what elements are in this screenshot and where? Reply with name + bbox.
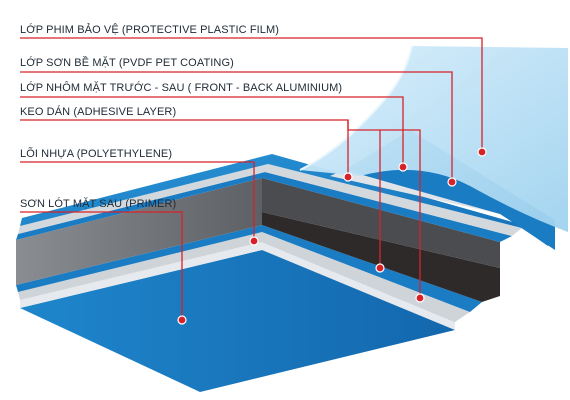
dot-polyethylene	[249, 236, 259, 246]
primer-layer-front	[20, 250, 455, 392]
label-primer: SƠN LÓT MẶT SAU (PRIMER)	[20, 197, 176, 210]
dot-pvdf-coating	[447, 177, 457, 187]
label-adhesive: KEO DÁN (ADHESIVE LAYER)	[20, 105, 176, 118]
core-dark-side	[262, 212, 500, 302]
protective-film	[300, 46, 568, 232]
dot-adhesive-lower	[415, 293, 425, 303]
dot-protective-film	[477, 147, 487, 157]
back-aluminium-layer	[18, 232, 470, 322]
leader-pvdf-coating	[20, 71, 453, 180]
leader-primer	[20, 211, 183, 320]
polyethylene-core-front	[16, 178, 262, 285]
back-aluminium-strip	[20, 242, 455, 330]
leader-polyethylene	[20, 161, 255, 240]
adhesive-stripe-lower	[16, 225, 482, 312]
label-pvdf-coating: LỚP SƠN BỀ MẶT (PVDF PET COATING)	[20, 56, 234, 69]
leader-adhesive-lower	[347, 120, 421, 298]
label-aluminium: LỚP NHÔM MẶT TRƯỚC - SAU ( FRONT - BACK …	[20, 81, 342, 94]
leader-lines	[20, 37, 483, 320]
protective-film-edge	[299, 45, 413, 171]
label-protective-film: LỚP PHIM BẢO VỆ (PROTECTIVE PLASTIC FILM…	[20, 23, 279, 36]
label-polyethylene: LÕI NHỰA (POLYETHYLENE)	[20, 147, 172, 160]
polyethylene-core-side	[262, 178, 500, 268]
leader-protective-film	[20, 37, 483, 152]
dot-adhesive-upper	[343, 172, 353, 182]
dot-aluminium-back	[375, 263, 385, 273]
leader-aluminium	[20, 96, 404, 165]
dot-primer	[177, 315, 187, 325]
dot-aluminium-front	[398, 162, 408, 172]
